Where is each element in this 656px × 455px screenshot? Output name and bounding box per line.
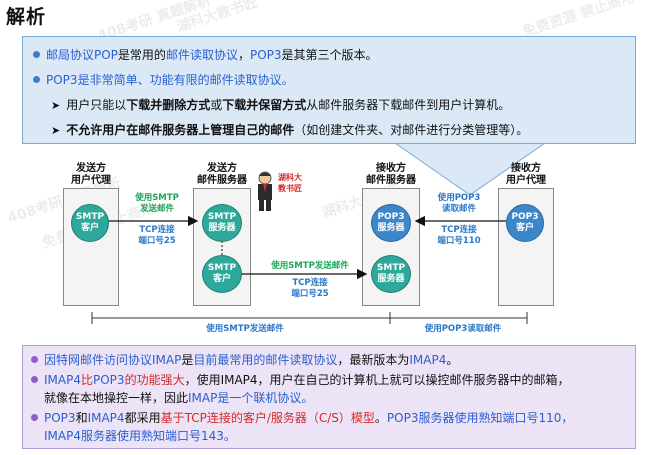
pop3-client: POP3 客户 — [506, 204, 544, 242]
head-receiver-server: 接收方 邮件服务器 — [366, 163, 416, 186]
label-tcp-port-110: TCP连接 端口号110 — [437, 225, 481, 246]
head-receiver-agent: 接收方 用户代理 — [506, 163, 546, 186]
bullet-icon — [31, 414, 38, 421]
bottom-line-1: 因特网邮件访问协议IMAP是目前最常用的邮件读取协议，最新版本为IMAP4。 — [31, 352, 458, 368]
arrow-bullet-icon: ➤ — [51, 124, 61, 137]
smtp-client-2: SMTP 客户 — [202, 255, 242, 293]
bottom-line-2: IMAP4比POP3的功能强大，使用IMAP4，用户在自己的计算机上就可以操控邮… — [31, 372, 570, 388]
label-bottom-smtp: 使用SMTP发送邮件 — [206, 324, 284, 334]
smtp-client-1: SMTP 客户 — [71, 204, 109, 242]
label-use-smtp-send-1: 使用SMTP 发送邮件 — [135, 193, 179, 214]
head-sender-server: 发送方 邮件服务器 — [197, 163, 247, 186]
label-use-pop3-read: 使用POP3 读取邮件 — [437, 193, 481, 214]
stamp-label: 湖科大 教书匠 — [278, 173, 302, 193]
top-line-2: POP3是非常简单、功能有限的邮件读取协议。 — [33, 72, 294, 88]
top-line-4: ➤不允许用户在邮件服务器上管理自己的邮件（如创建文件夹、对邮件进行分类管理等）。 — [51, 123, 529, 137]
pop3-server: POP3 服务器 — [371, 204, 411, 242]
bullet-icon — [31, 376, 38, 383]
top-line-3: ➤用户只能以下载并删除方式或下载并保留方式从邮件服务器下载邮件到用户计算机。 — [51, 98, 511, 112]
page-title: 解析 — [6, 6, 47, 28]
label-tcp-port-25-1: TCP连接 端口号25 — [138, 225, 176, 246]
smtp-server: SMTP 服务器 — [202, 204, 242, 242]
bullet-icon — [31, 356, 38, 363]
bullet-icon — [33, 76, 40, 83]
teacher-avatar-icon — [258, 171, 272, 211]
top-line-1: 邮局协议POP是常用的邮件读取协议，POP3是其第三个版本。 — [33, 47, 378, 63]
arrow-bullet-icon: ➤ — [51, 99, 61, 112]
label-tcp-port-25-2: TCP连接 端口号25 — [291, 278, 329, 299]
top-explanation-box: 邮局协议POP是常用的邮件读取协议，POP3是其第三个版本。 POP3是非常简单… — [22, 36, 636, 144]
bottom-line-4: POP3和IMAP4都采用基于TCP连接的客户/服务器（C/S）模型。POP3服… — [31, 410, 573, 426]
head-sender-agent: 发送方 用户代理 — [71, 163, 111, 186]
bottom-explanation-box: 因特网邮件访问协议IMAP是目前最常用的邮件读取协议，最新版本为IMAP4。 I… — [22, 345, 636, 449]
label-use-smtp-send-2: 使用SMTP发送邮件 — [271, 261, 349, 271]
smtp-server-2: SMTP 服务器 — [371, 255, 411, 293]
label-bottom-pop3: 使用POP3读取邮件 — [424, 324, 502, 334]
bullet-icon — [33, 51, 40, 58]
bottom-line-5: IMAP4服务器使用熟知端口号143。 — [44, 429, 236, 443]
bottom-line-3: 就像在本地操控一样，因此IMAP是一个联机协议。 — [44, 391, 314, 405]
